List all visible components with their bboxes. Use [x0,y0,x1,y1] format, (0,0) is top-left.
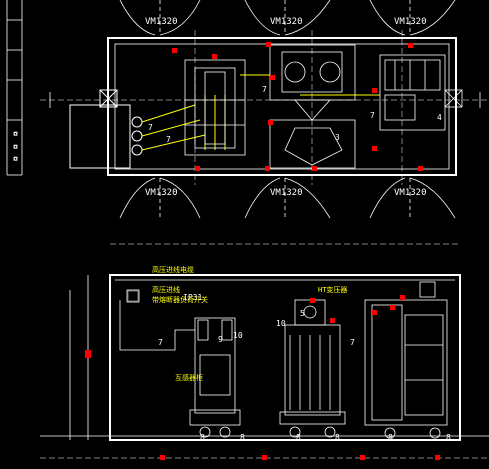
elev-tag-8a: 8 [200,433,205,442]
elev-tag-8b: 8 [240,433,245,442]
plan-switchgear [184,59,246,156]
margin-mark-1: □ [14,131,17,137]
vm-label-bottom-right: VM1320 [394,188,427,198]
elev-note-hv-cable: 高压进线电缆 [152,265,194,274]
elev-note-transformer: HT变压器 [318,285,347,294]
plan-tag-7b: 7 [166,135,171,144]
plan-tag-4: 4 [437,113,442,122]
elev-tag-8f: 8 [446,433,451,442]
elev-tag-7: 7 [158,338,163,347]
elev-tag-8c: 8 [296,433,301,442]
vm-label-top-mid: VM1320 [270,17,303,27]
elev-note-transformer-cabinet: 互感器柜 [175,373,203,382]
elev-note-load-switch: 带熔断器负荷开关 [152,295,208,304]
elevation-room [40,243,489,459]
left-margin-lines: □ □ □ [6,0,23,176]
plan-tag-7d: 7 [370,111,375,120]
plan-transformer [269,44,356,169]
plan-tag-7c: 7 [262,85,267,94]
ventilation-fans-top [119,0,456,36]
elev-note-hv-inlet: 高压进线 [152,285,180,294]
vm-label-bottom-mid: VM1320 [270,188,303,198]
elev-tag-8d: 8 [335,433,340,442]
elev-tag-10b: 10 [276,319,286,328]
plan-cable-runs [141,74,380,151]
plan-tag-7a: 7 [148,123,153,132]
elev-tag-5: 5 [300,309,305,318]
margin-mark-3: □ [14,156,17,162]
elev-tag-8e: 8 [388,433,393,442]
plan-lv-panel [379,54,463,131]
elevation-red-markers [160,295,440,460]
margin-mark-2: □ [14,144,17,150]
elevation-transformer [279,299,346,438]
elevation-switchgear [119,289,241,438]
elev-note-ip-rating: IP31 [183,293,202,302]
vm-label-top-right: VM1320 [394,17,427,27]
plan-tag-3: 3 [335,133,340,142]
plan-red-markers [172,42,423,171]
plan-cable-box [69,89,143,169]
elev-tag-9: 9 [218,335,223,344]
vm-label-bottom-left: VM1320 [145,188,178,198]
elev-tag-7b: 7 [350,338,355,347]
elevation-lv-cabinet [364,281,448,439]
vm-label-top-left: VM1320 [145,17,178,27]
ventilation-fans-bottom [119,177,456,219]
elev-tag-10a: 10 [233,331,243,340]
